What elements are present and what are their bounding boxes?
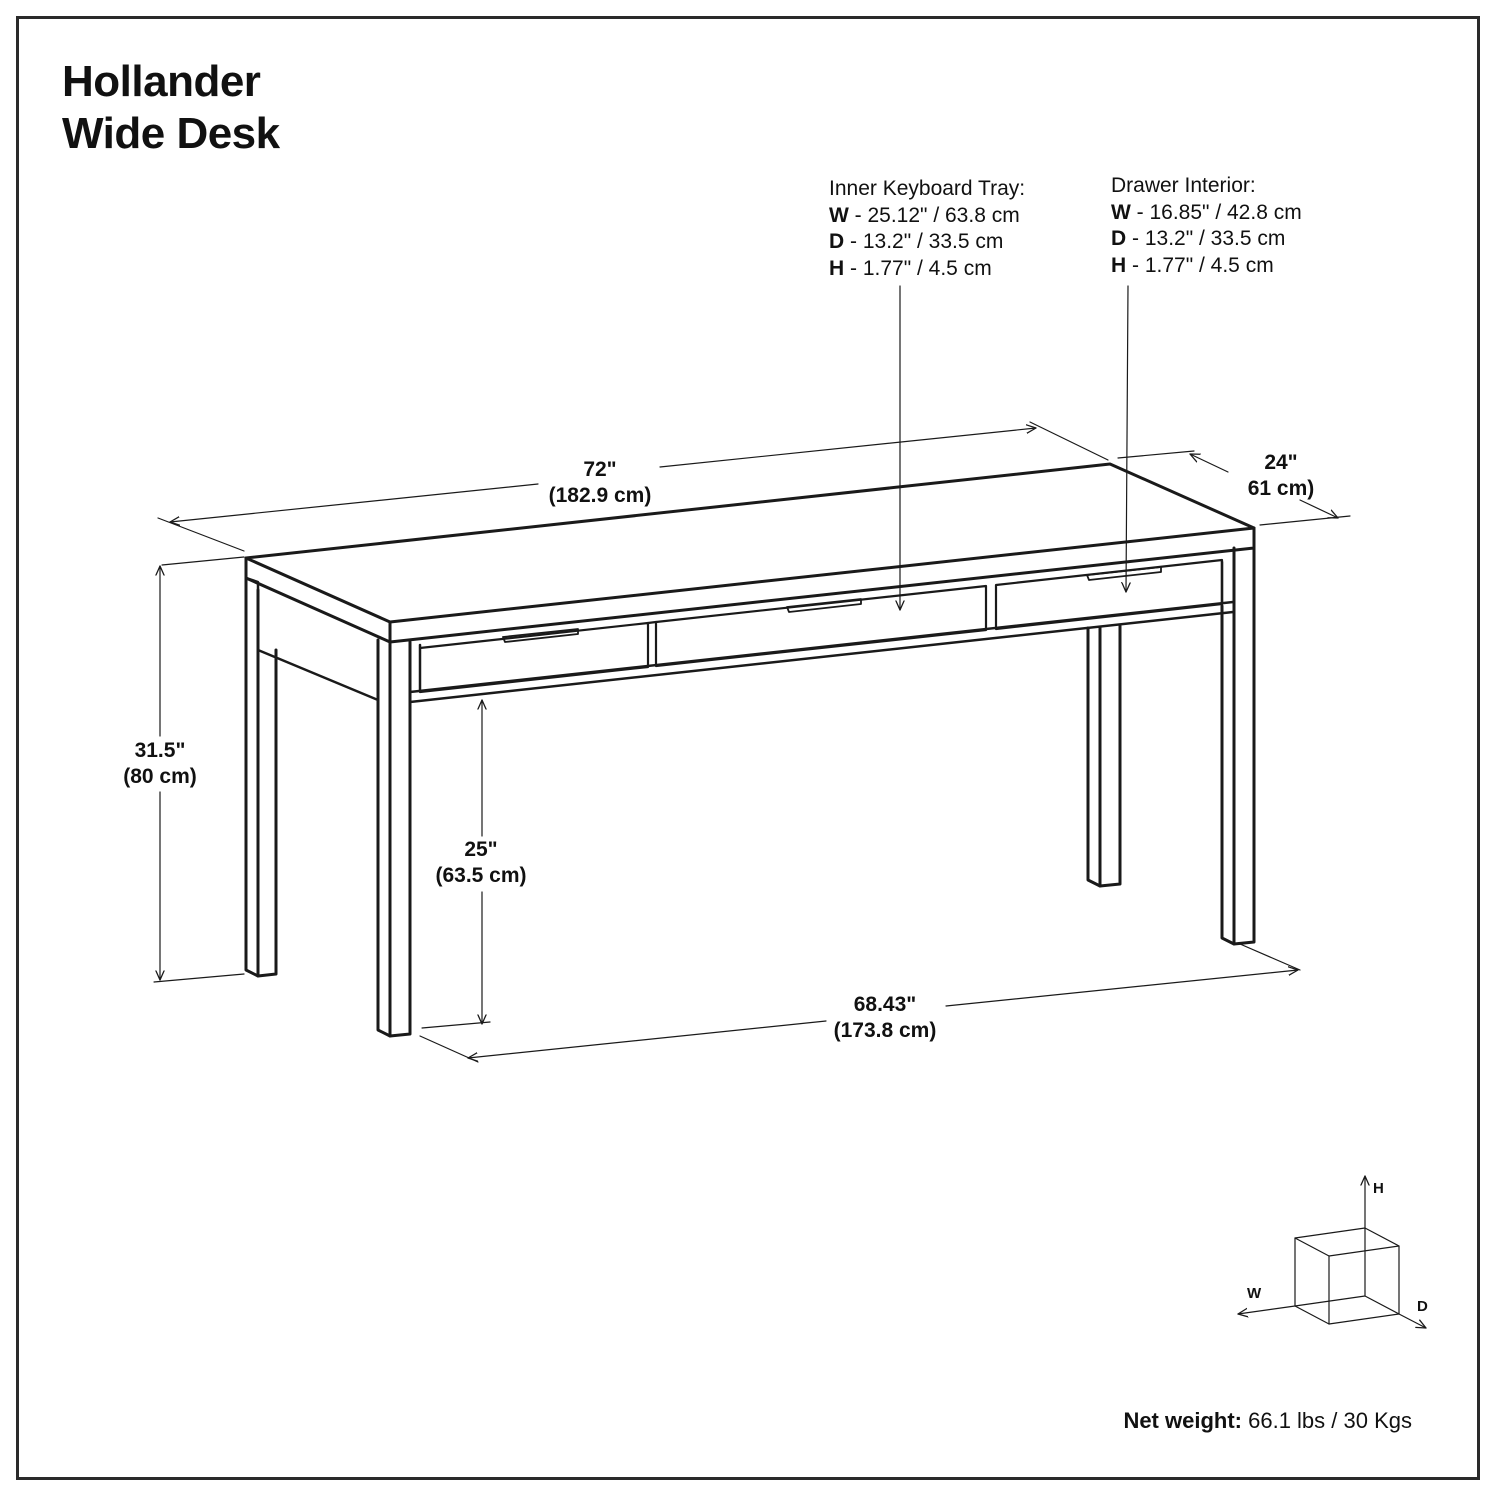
width-imperial: 72" bbox=[583, 458, 617, 481]
keyboard-tray-width: W - 25.12" / 63.8 cm bbox=[829, 203, 1025, 230]
width-key: W bbox=[1111, 200, 1131, 224]
product-title: Hollander Wide Desk bbox=[62, 56, 280, 160]
drawer-interior-heading: Drawer Interior: bbox=[1111, 174, 1256, 197]
height-value: - 1.77" / 4.5 cm bbox=[1126, 253, 1274, 277]
title-line-1: Hollander bbox=[62, 57, 261, 106]
knee-clearance-imperial: 25" bbox=[464, 838, 498, 861]
axis-depth-letter: D bbox=[1417, 1298, 1428, 1315]
drawer-interior-height: H - 1.77" / 4.5 cm bbox=[1111, 253, 1302, 280]
keyboard-tray-heading: Inner Keyboard Tray: bbox=[829, 177, 1026, 200]
depth-key: D bbox=[1111, 227, 1127, 250]
net-weight-label: Net weight: bbox=[1123, 1408, 1242, 1433]
inner-width-imperial: 68.43" bbox=[853, 993, 917, 1016]
width-metric: (182.9 cm) bbox=[548, 484, 652, 507]
knee-clearance-label: 25" (63.5 cm) bbox=[416, 837, 546, 889]
height-value: - 1.77" / 4.5 cm bbox=[844, 256, 992, 280]
width-key: W bbox=[829, 203, 849, 227]
diagram-frame bbox=[16, 16, 1480, 1480]
knee-clearance-metric: (63.5 cm) bbox=[435, 864, 527, 887]
drawer-pulls bbox=[502, 566, 1162, 643]
keyboard-tray-depth: D - 13.2" / 33.5 cm bbox=[829, 229, 1025, 256]
title-line-2: Wide Desk bbox=[62, 109, 280, 158]
keyboard-tray-height: H - 1.77" / 4.5 cm bbox=[829, 256, 1025, 283]
drawer-interior-width: W - 16.85" / 42.8 cm bbox=[1111, 200, 1302, 227]
dimension-lines bbox=[153, 285, 1351, 1063]
drawer-interior-depth: D - 13.2" / 33.5 cm bbox=[1111, 226, 1302, 253]
desk-legs bbox=[244, 546, 1256, 1038]
depth-value: - 13.2" / 33.5 cm bbox=[844, 230, 1004, 253]
axis-width-letter: W bbox=[1247, 1285, 1262, 1302]
net-weight-value: 66.1 lbs / 30 Kgs bbox=[1242, 1408, 1412, 1433]
depth-metric: 61 cm) bbox=[1247, 477, 1315, 500]
keyboard-tray-spec: Inner Keyboard Tray: W - 25.12" / 63.8 c… bbox=[829, 176, 1025, 282]
depth-value: - 13.2" / 33.5 cm bbox=[1126, 227, 1286, 250]
width-value: - 16.85" / 42.8 cm bbox=[1130, 200, 1302, 224]
depth-key: D bbox=[829, 230, 845, 253]
inner-width-metric: (173.8 cm) bbox=[833, 1019, 937, 1042]
axis-cube bbox=[1238, 1176, 1426, 1328]
drawer-interior-spec: Drawer Interior: W - 16.85" / 42.8 cm D … bbox=[1111, 173, 1302, 279]
height-key: H bbox=[829, 256, 845, 280]
depth-dimension-label: 24" 61 cm) bbox=[1226, 450, 1336, 502]
height-dimension-label: 31.5" (80 cm) bbox=[100, 738, 220, 790]
depth-imperial: 24" bbox=[1264, 451, 1298, 474]
height-key: H bbox=[1111, 253, 1127, 277]
height-imperial: 31.5" bbox=[134, 739, 186, 762]
inner-width-label: 68.43" (173.8 cm) bbox=[812, 992, 958, 1044]
net-weight: Net weight: 66.1 lbs / 30 Kgs bbox=[1123, 1408, 1412, 1434]
height-metric: (80 cm) bbox=[123, 765, 197, 788]
width-value: - 25.12" / 63.8 cm bbox=[848, 203, 1020, 227]
axis-height-letter: H bbox=[1373, 1180, 1384, 1197]
width-dimension-label: 72" (182.9 cm) bbox=[530, 457, 670, 509]
